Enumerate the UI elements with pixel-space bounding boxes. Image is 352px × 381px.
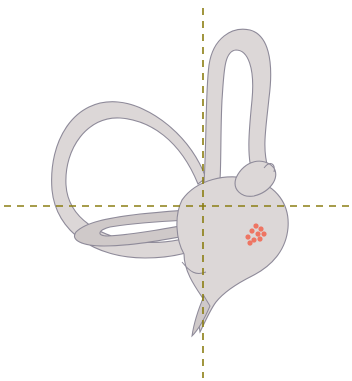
otoconium bbox=[249, 228, 254, 233]
otoconium bbox=[247, 240, 252, 245]
otoconium bbox=[245, 234, 250, 239]
vestibule bbox=[177, 177, 288, 332]
otoconium bbox=[261, 231, 266, 236]
otoconium bbox=[258, 226, 263, 231]
otoconium bbox=[255, 231, 260, 236]
otoconium bbox=[257, 236, 262, 241]
otoconium bbox=[253, 223, 258, 228]
